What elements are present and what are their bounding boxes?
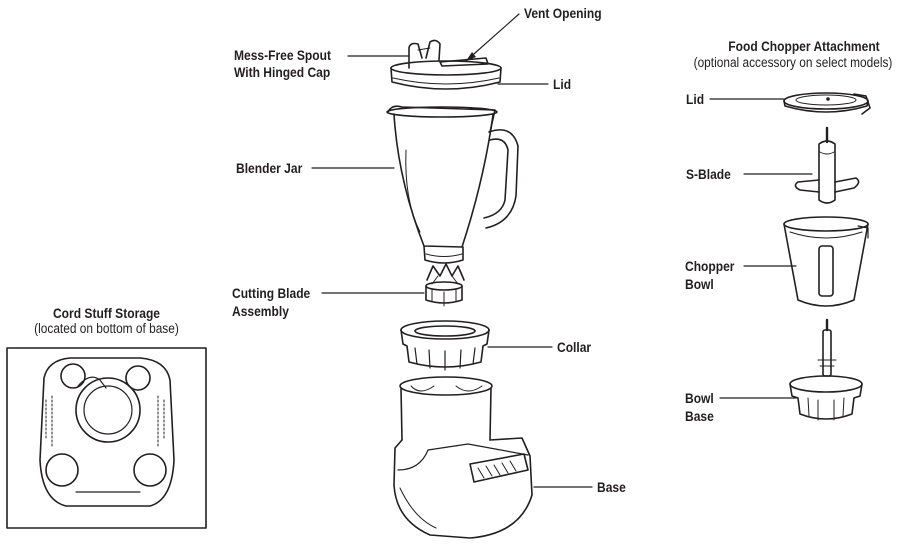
vent-opening-label: Vent Opening (524, 5, 602, 21)
cord-storage-title: Cord Stuff Storage (52, 305, 161, 321)
cutting-blade-label-line1: Cutting Blade (232, 285, 311, 301)
chopper-bowl-base (789, 318, 863, 421)
s-blade (794, 126, 860, 204)
bowl-base-label-line1: Bowl (685, 390, 714, 406)
chopper-lid-label: Lid (686, 91, 705, 107)
chopper-bowl-label-line1: Chopper (685, 258, 735, 274)
cutting-blade-assembly (425, 263, 465, 307)
food-chopper-title: Food Chopper Attachment (728, 38, 880, 54)
cord-storage-note: (located on bottom of base) (34, 321, 179, 336)
blender-lid (390, 39, 502, 90)
s-blade-label: S-Blade (686, 166, 731, 182)
bowl-base-label-line2: Base (685, 408, 714, 424)
chopper-bowl-label-line2: Bowl (685, 276, 714, 292)
chopper-lid (783, 92, 871, 115)
chopper-bowl (783, 216, 869, 307)
leader-vent-opening (465, 13, 520, 62)
spout-label-line2: With Hinged Cap (234, 64, 331, 80)
cord-storage-view (6, 347, 207, 529)
blender-jar-label: Blender Jar (236, 160, 303, 176)
food-chopper-note: (optional accessory on select models) (693, 55, 893, 70)
spout-label-line1: Mess-Free Spout (234, 47, 332, 63)
lid-label: Lid (553, 76, 572, 92)
leader-lines (311, 13, 813, 488)
blender-jar (386, 105, 519, 264)
cutting-blade-label-line2: Assembly (232, 303, 289, 319)
collar (400, 320, 490, 371)
base-label: Base (597, 479, 626, 495)
blender-base (393, 376, 533, 539)
collar-label: Collar (557, 339, 592, 355)
